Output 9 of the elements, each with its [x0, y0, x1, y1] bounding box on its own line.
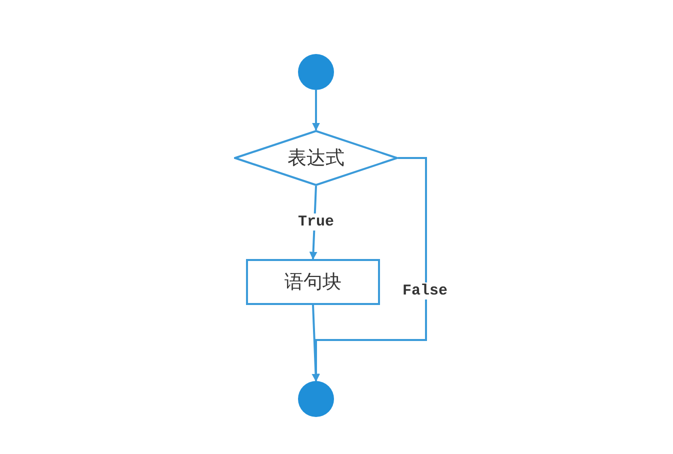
- arrow: [312, 157, 427, 382]
- process-box: [246, 259, 380, 305]
- node-text: 语句块: [284, 270, 342, 295]
- terminal-circle: [298, 381, 334, 417]
- edge-label: True: [296, 214, 336, 230]
- node-text: 表达式: [288, 146, 344, 171]
- edge-label: False: [400, 282, 450, 300]
- terminal-circle: [298, 54, 334, 90]
- arrow: [312, 90, 320, 131]
